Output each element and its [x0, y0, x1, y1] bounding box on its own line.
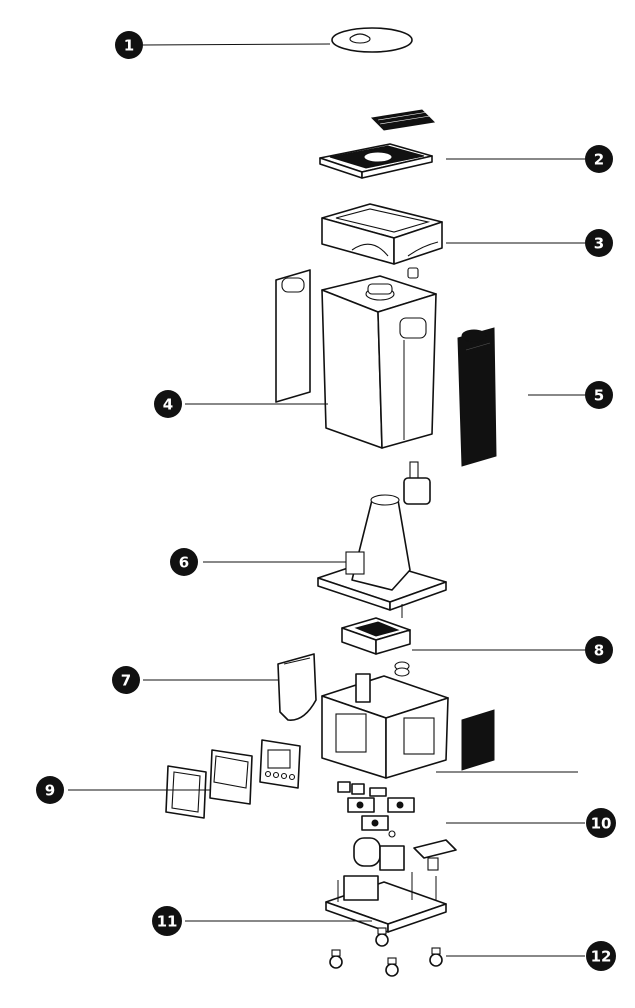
part-side-panel: [457, 327, 497, 467]
part-base-housing: [321, 673, 495, 779]
part-internal-components: [337, 781, 457, 871]
callout-12: 12: [586, 941, 616, 971]
part-small-connector: [407, 267, 419, 279]
svg-text:1: 1: [124, 37, 134, 55]
callout-9: 9: [36, 776, 64, 804]
callout-7: 7: [112, 666, 140, 694]
part-flap: [277, 653, 317, 721]
callout-6: 6: [170, 548, 198, 576]
svg-text:5: 5: [594, 387, 604, 405]
svg-text:4: 4: [163, 396, 173, 414]
svg-text:3: 3: [594, 235, 604, 253]
svg-text:2: 2: [594, 151, 604, 169]
callout-2: 2: [585, 145, 613, 173]
svg-text:9: 9: [45, 782, 55, 800]
part-filter-cover: [319, 109, 436, 179]
svg-text:6: 6: [179, 554, 189, 572]
callout-11: 11: [152, 906, 182, 936]
part-lid-cap: [331, 27, 413, 53]
caster-wheel: [429, 947, 443, 967]
callout-10: 10: [586, 808, 616, 838]
part-control-panel: [165, 739, 301, 819]
callout-3: 3: [585, 229, 613, 257]
part-base-plate: [325, 872, 447, 933]
part-mesh-basket: [341, 617, 411, 677]
callout-1: 1: [115, 31, 143, 59]
control-buttons: [264, 770, 296, 781]
part-valve: [403, 461, 431, 505]
caster-wheel: [375, 927, 389, 947]
caster-wheel: [385, 957, 399, 977]
svg-text:8: 8: [594, 642, 604, 660]
svg-text:12: 12: [591, 948, 612, 966]
part-water-tank: [275, 269, 437, 449]
svg-text:10: 10: [591, 815, 612, 833]
callout-4: 4: [154, 390, 182, 418]
callout-5: 5: [585, 381, 613, 409]
callout-8: 8: [585, 636, 613, 664]
part-tray-nozzle: [317, 494, 447, 618]
leader-lines: [68, 43, 585, 957]
caster-wheel: [329, 949, 343, 969]
part-caster-wheels: [329, 927, 443, 977]
part-top-frame: [321, 203, 443, 265]
svg-text:7: 7: [121, 672, 131, 690]
svg-text:11: 11: [157, 913, 178, 931]
